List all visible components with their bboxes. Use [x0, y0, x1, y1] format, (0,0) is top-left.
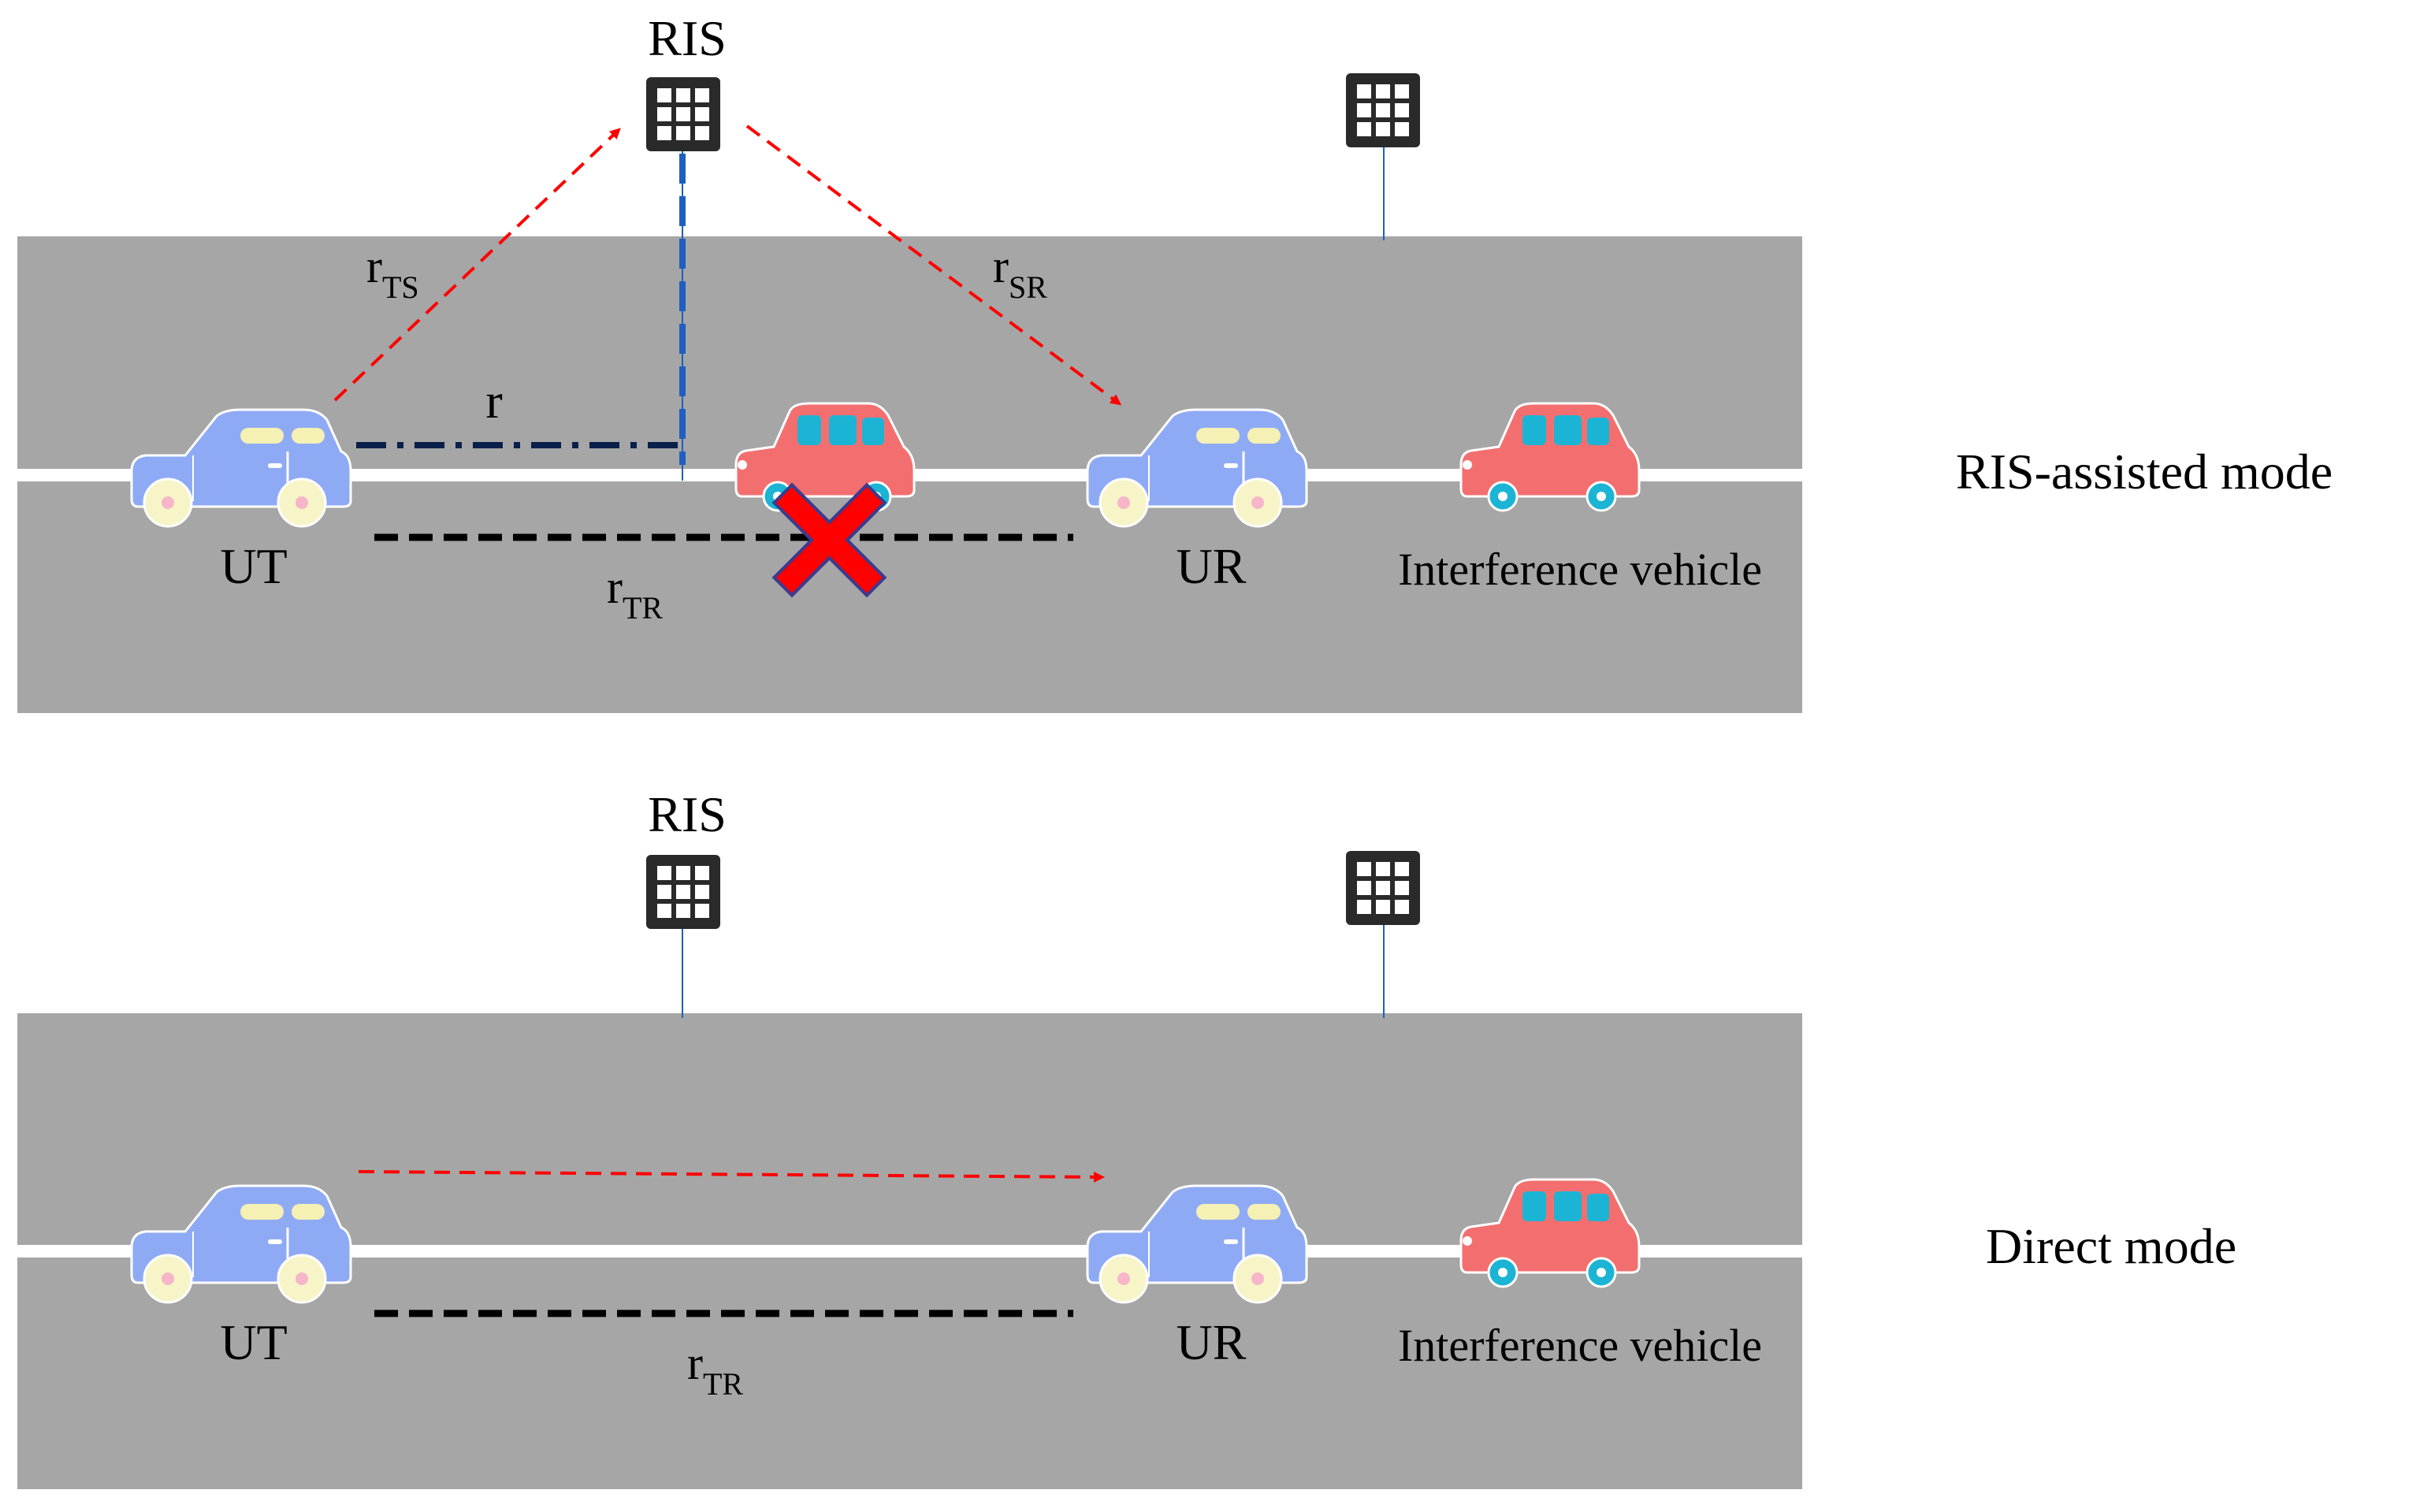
bottom-ut-label: UT: [220, 1314, 287, 1370]
top-ris-label: RIS: [648, 10, 727, 66]
ris-panel-icon: [1346, 851, 1420, 925]
r-ts-sub: TS: [382, 269, 419, 305]
r-sr-main: r: [993, 240, 1009, 292]
r-ts-label: rTS: [366, 240, 419, 305]
r-ts-main: r: [366, 240, 382, 292]
ut-to-ris-arrow: [333, 128, 621, 402]
top-interference-label: Interference vehicle: [1398, 544, 1762, 595]
ris-panel-icon: [646, 855, 720, 929]
bottom-ur-label: UR: [1177, 1314, 1247, 1370]
ris-to-ur-arrow: [745, 124, 1122, 406]
top-r-tr-label: rTR: [607, 561, 663, 626]
bottom-interference-label: Interference vehicle: [1398, 1320, 1762, 1371]
top-r-tr-sub: TR: [623, 590, 663, 626]
bottom-panel: RIS UT UR Interference vehicle rTR Direc…: [17, 786, 2236, 1489]
r-label: r: [485, 373, 502, 429]
bottom-r-tr-sub: TR: [703, 1366, 743, 1402]
blocked-x-icon: [771, 482, 887, 598]
bottom-r-tr-main: r: [687, 1337, 703, 1389]
top-ur-label: UR: [1177, 538, 1247, 594]
ris-panel-icon: [1346, 73, 1420, 147]
top-ut-label: UT: [220, 538, 287, 594]
ris-panel-icon: [646, 77, 720, 151]
r-sr-sub: SR: [1009, 269, 1047, 305]
top-panel: RIS UT UR Interference vehicle r rTS rSR: [17, 10, 2333, 713]
ris-assisted-mode-label: RIS-assisted mode: [1956, 444, 2333, 500]
bottom-r-tr-label: rTR: [687, 1337, 743, 1402]
r-sr-label: rSR: [993, 240, 1047, 305]
ut-to-ur-direct-arrow: [358, 1170, 1105, 1183]
top-r-tr-main: r: [607, 561, 623, 613]
direct-mode-label: Direct mode: [1986, 1218, 2236, 1274]
bottom-ris-label: RIS: [648, 786, 727, 842]
bottom-lane-line: [17, 1245, 1802, 1258]
